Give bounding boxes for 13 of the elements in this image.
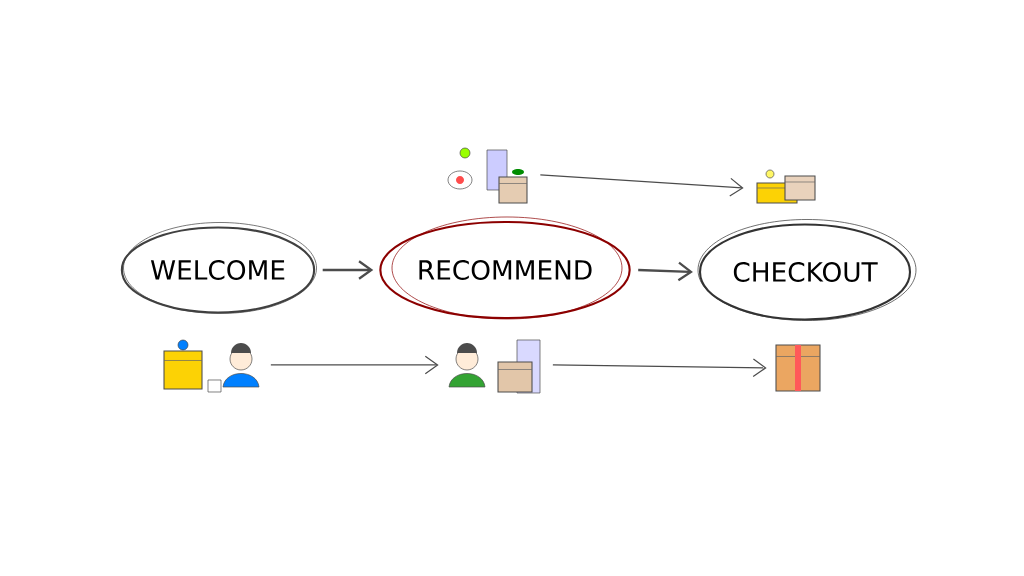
ellipse-node: CHECKOUT [697,219,917,321]
arrow [270,355,439,375]
arrow [539,174,744,197]
arrow [552,358,767,378]
icon-drawing [163,339,260,393]
icon-drawing [447,147,528,204]
icon-drawing [448,339,541,394]
icon-drawing [756,169,816,204]
icon-drawing [775,344,821,392]
ellipse-node: RECOMMEND [379,216,631,320]
arrow [322,260,374,280]
arrow [638,261,693,282]
ellipse-node: WELCOME [120,222,317,314]
